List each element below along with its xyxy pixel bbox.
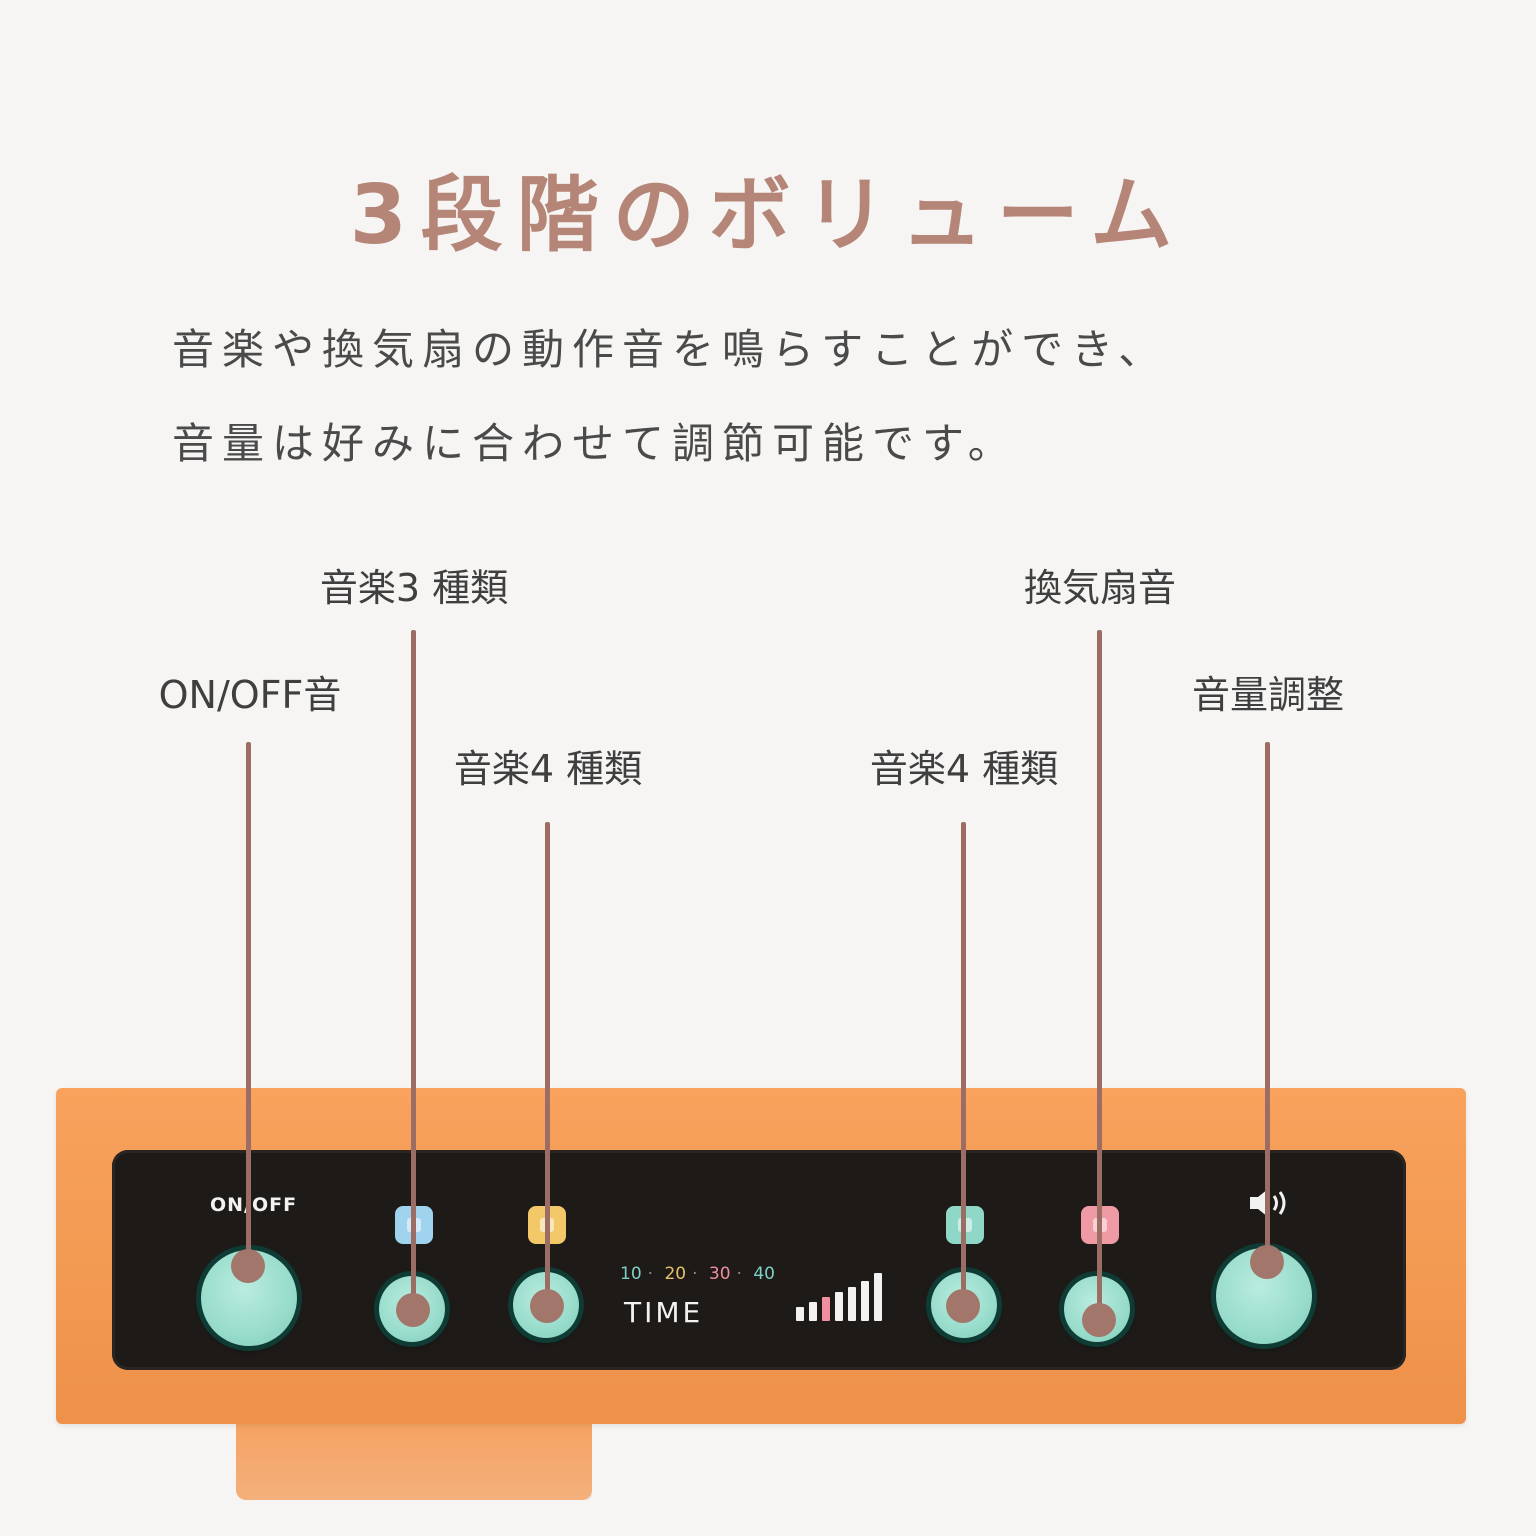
speaker-icon [1250,1189,1286,1217]
page-heading: 3段階のボリューム [349,168,1187,263]
level-bar-6 [861,1281,869,1321]
timer-mark-10: 10 [620,1264,642,1284]
control-panel [112,1150,1406,1370]
callout-fan-line [1097,630,1102,1320]
device-stand [236,1424,592,1500]
level-bar-3 [822,1297,830,1321]
callout-onoff-dot [231,1249,265,1283]
callout-music3-label: 音楽3 種類 [319,566,509,610]
timer-mark-30: 30 [708,1264,731,1284]
time-label: TIME [624,1296,704,1329]
callout-fan-label: 換気扇音 [1023,566,1177,610]
callout-music3-dot [396,1293,430,1327]
callout-music4-right-dot [946,1289,980,1323]
callout-onoff-label: ON/OFF音 [158,673,342,717]
level-bar-7 [874,1273,882,1321]
callout-fan-dot [1082,1303,1116,1337]
callout-onoff-line [246,742,251,1266]
timer-mark-20: 20 [664,1264,687,1284]
callout-volume-label: 音量調整 [1191,673,1345,717]
level-bar-1 [796,1307,804,1321]
callout-volume-line [1265,742,1270,1262]
onoff-text: ON/OFF [210,1194,298,1216]
timer-mark-40: 40 [753,1264,775,1284]
level-bar-2 [809,1302,817,1321]
timer-scale: 10· 20· 30· 40 [620,1264,775,1284]
callout-volume-dot [1250,1245,1284,1279]
callout-music4-right-label: 音楽4 種類 [869,747,1059,791]
intro-line-2: 音量は好みに合わせて調節可能です。 [172,419,1018,468]
callout-music4-left-line [545,822,550,1306]
callout-music4-left-dot [530,1289,564,1323]
level-bar-5 [848,1287,856,1321]
callout-music3-line [411,630,416,1310]
level-bar-4 [835,1292,843,1321]
callout-music4-left-label: 音楽4 種類 [453,747,643,791]
intro-line-1: 音楽や換気扇の動作音を鳴らすことができ、 [172,325,1169,374]
callout-music4-right-line [961,822,966,1306]
